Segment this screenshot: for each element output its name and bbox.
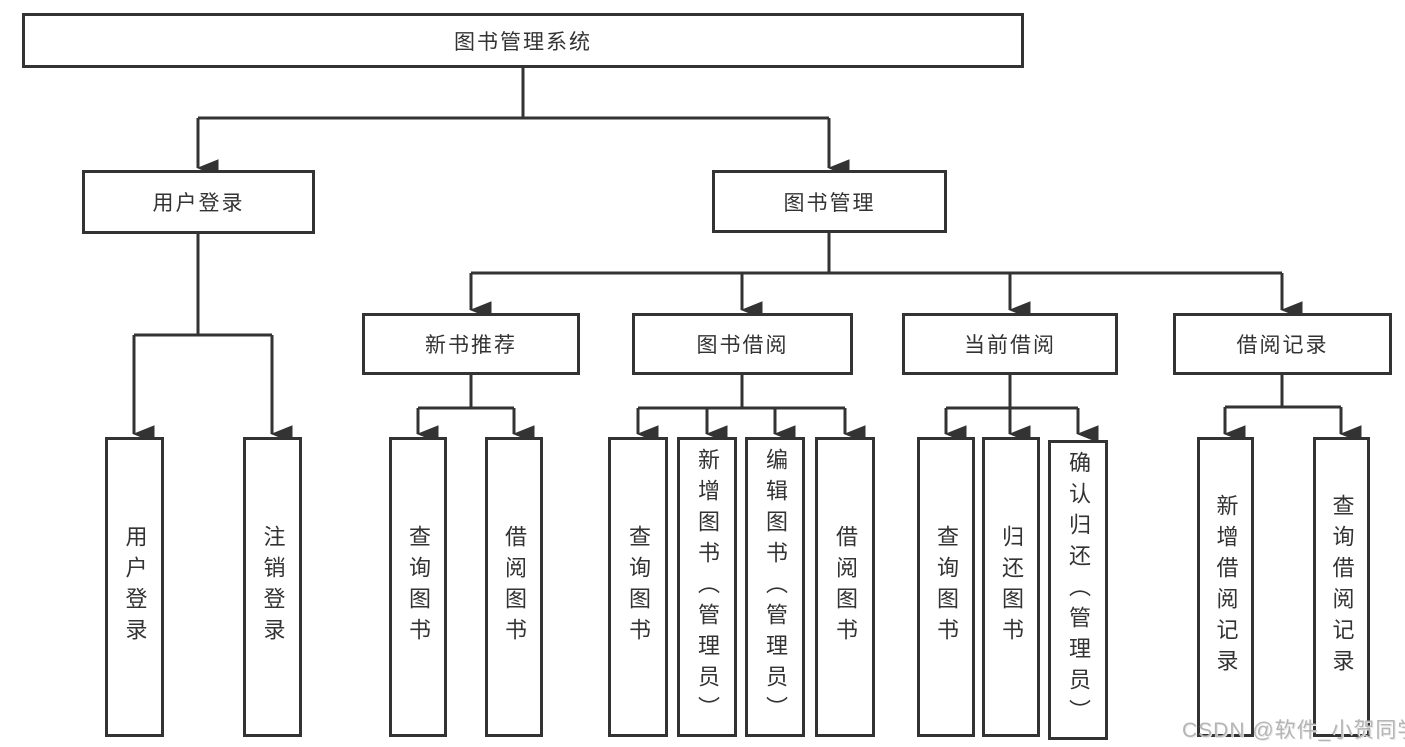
leaf-borrow-books-label: 借阅图书: [833, 525, 858, 649]
leaf-query-books-current: 查询图书: [917, 437, 975, 737]
leaf-add-book-admin-label: 新增图书（管理员）: [695, 447, 720, 727]
node-root-label: 图书管理系统: [454, 30, 592, 54]
leaf-add-borrow-record: 新增借阅记录: [1197, 437, 1254, 737]
node-current-borrow: 当前借阅: [902, 313, 1118, 375]
node-book-borrow: 图书借阅: [632, 313, 853, 375]
leaf-query-books-recommend: 查询图书: [389, 437, 447, 737]
node-book-management: 图书管理: [712, 170, 947, 233]
leaf-query-borrow-record: 查询借阅记录: [1313, 437, 1370, 737]
leaf-return-books-label: 归还图书: [999, 525, 1024, 649]
node-new-book-recommend: 新书推荐: [362, 313, 580, 375]
leaf-logout: 注销登录: [243, 437, 302, 737]
leaf-logout-label: 注销登录: [260, 525, 286, 649]
node-root: 图书管理系统: [22, 13, 1024, 68]
leaf-confirm-return-admin-label: 确认归还（管理员）: [1066, 450, 1091, 730]
leaf-user-login: 用户登录: [105, 437, 164, 737]
node-borrow-record: 借阅记录: [1173, 313, 1392, 375]
leaf-query-books-borrow-label: 查询图书: [626, 525, 651, 649]
node-new-book-recommend-label: 新书推荐: [425, 334, 517, 357]
node-borrow-record-label: 借阅记录: [1236, 334, 1329, 357]
leaf-query-books-current-label: 查询图书: [934, 525, 959, 649]
node-book-borrow-label: 图书借阅: [696, 334, 789, 357]
leaf-borrow-books-recommend-label: 借阅图书: [502, 525, 527, 649]
leaf-query-books-borrow: 查询图书: [608, 437, 668, 737]
leaf-query-books-recommend-label: 查询图书: [406, 525, 431, 649]
node-user-login: 用户登录: [82, 170, 315, 234]
watermark: CSDN @软件_小贺同学: [1182, 719, 1405, 742]
node-book-management-label: 图书管理: [783, 191, 876, 215]
leaf-edit-book-admin-label: 编辑图书（管理员）: [763, 447, 788, 727]
leaf-borrow-books-recommend: 借阅图书: [485, 437, 543, 737]
leaf-user-login-label: 用户登录: [122, 525, 148, 649]
leaf-borrow-books: 借阅图书: [815, 437, 875, 737]
leaf-add-borrow-record-label: 新增借阅记录: [1213, 494, 1239, 680]
leaf-add-book-admin: 新增图书（管理员）: [677, 437, 737, 737]
node-current-borrow-label: 当前借阅: [964, 334, 1056, 357]
leaf-return-books: 归还图书: [982, 437, 1040, 737]
leaf-edit-book-admin: 编辑图书（管理员）: [745, 437, 805, 737]
leaf-confirm-return-admin: 确认归还（管理员）: [1048, 440, 1108, 740]
leaf-query-borrow-record-label: 查询借阅记录: [1329, 494, 1355, 680]
node-user-login-label: 用户登录: [152, 192, 245, 215]
